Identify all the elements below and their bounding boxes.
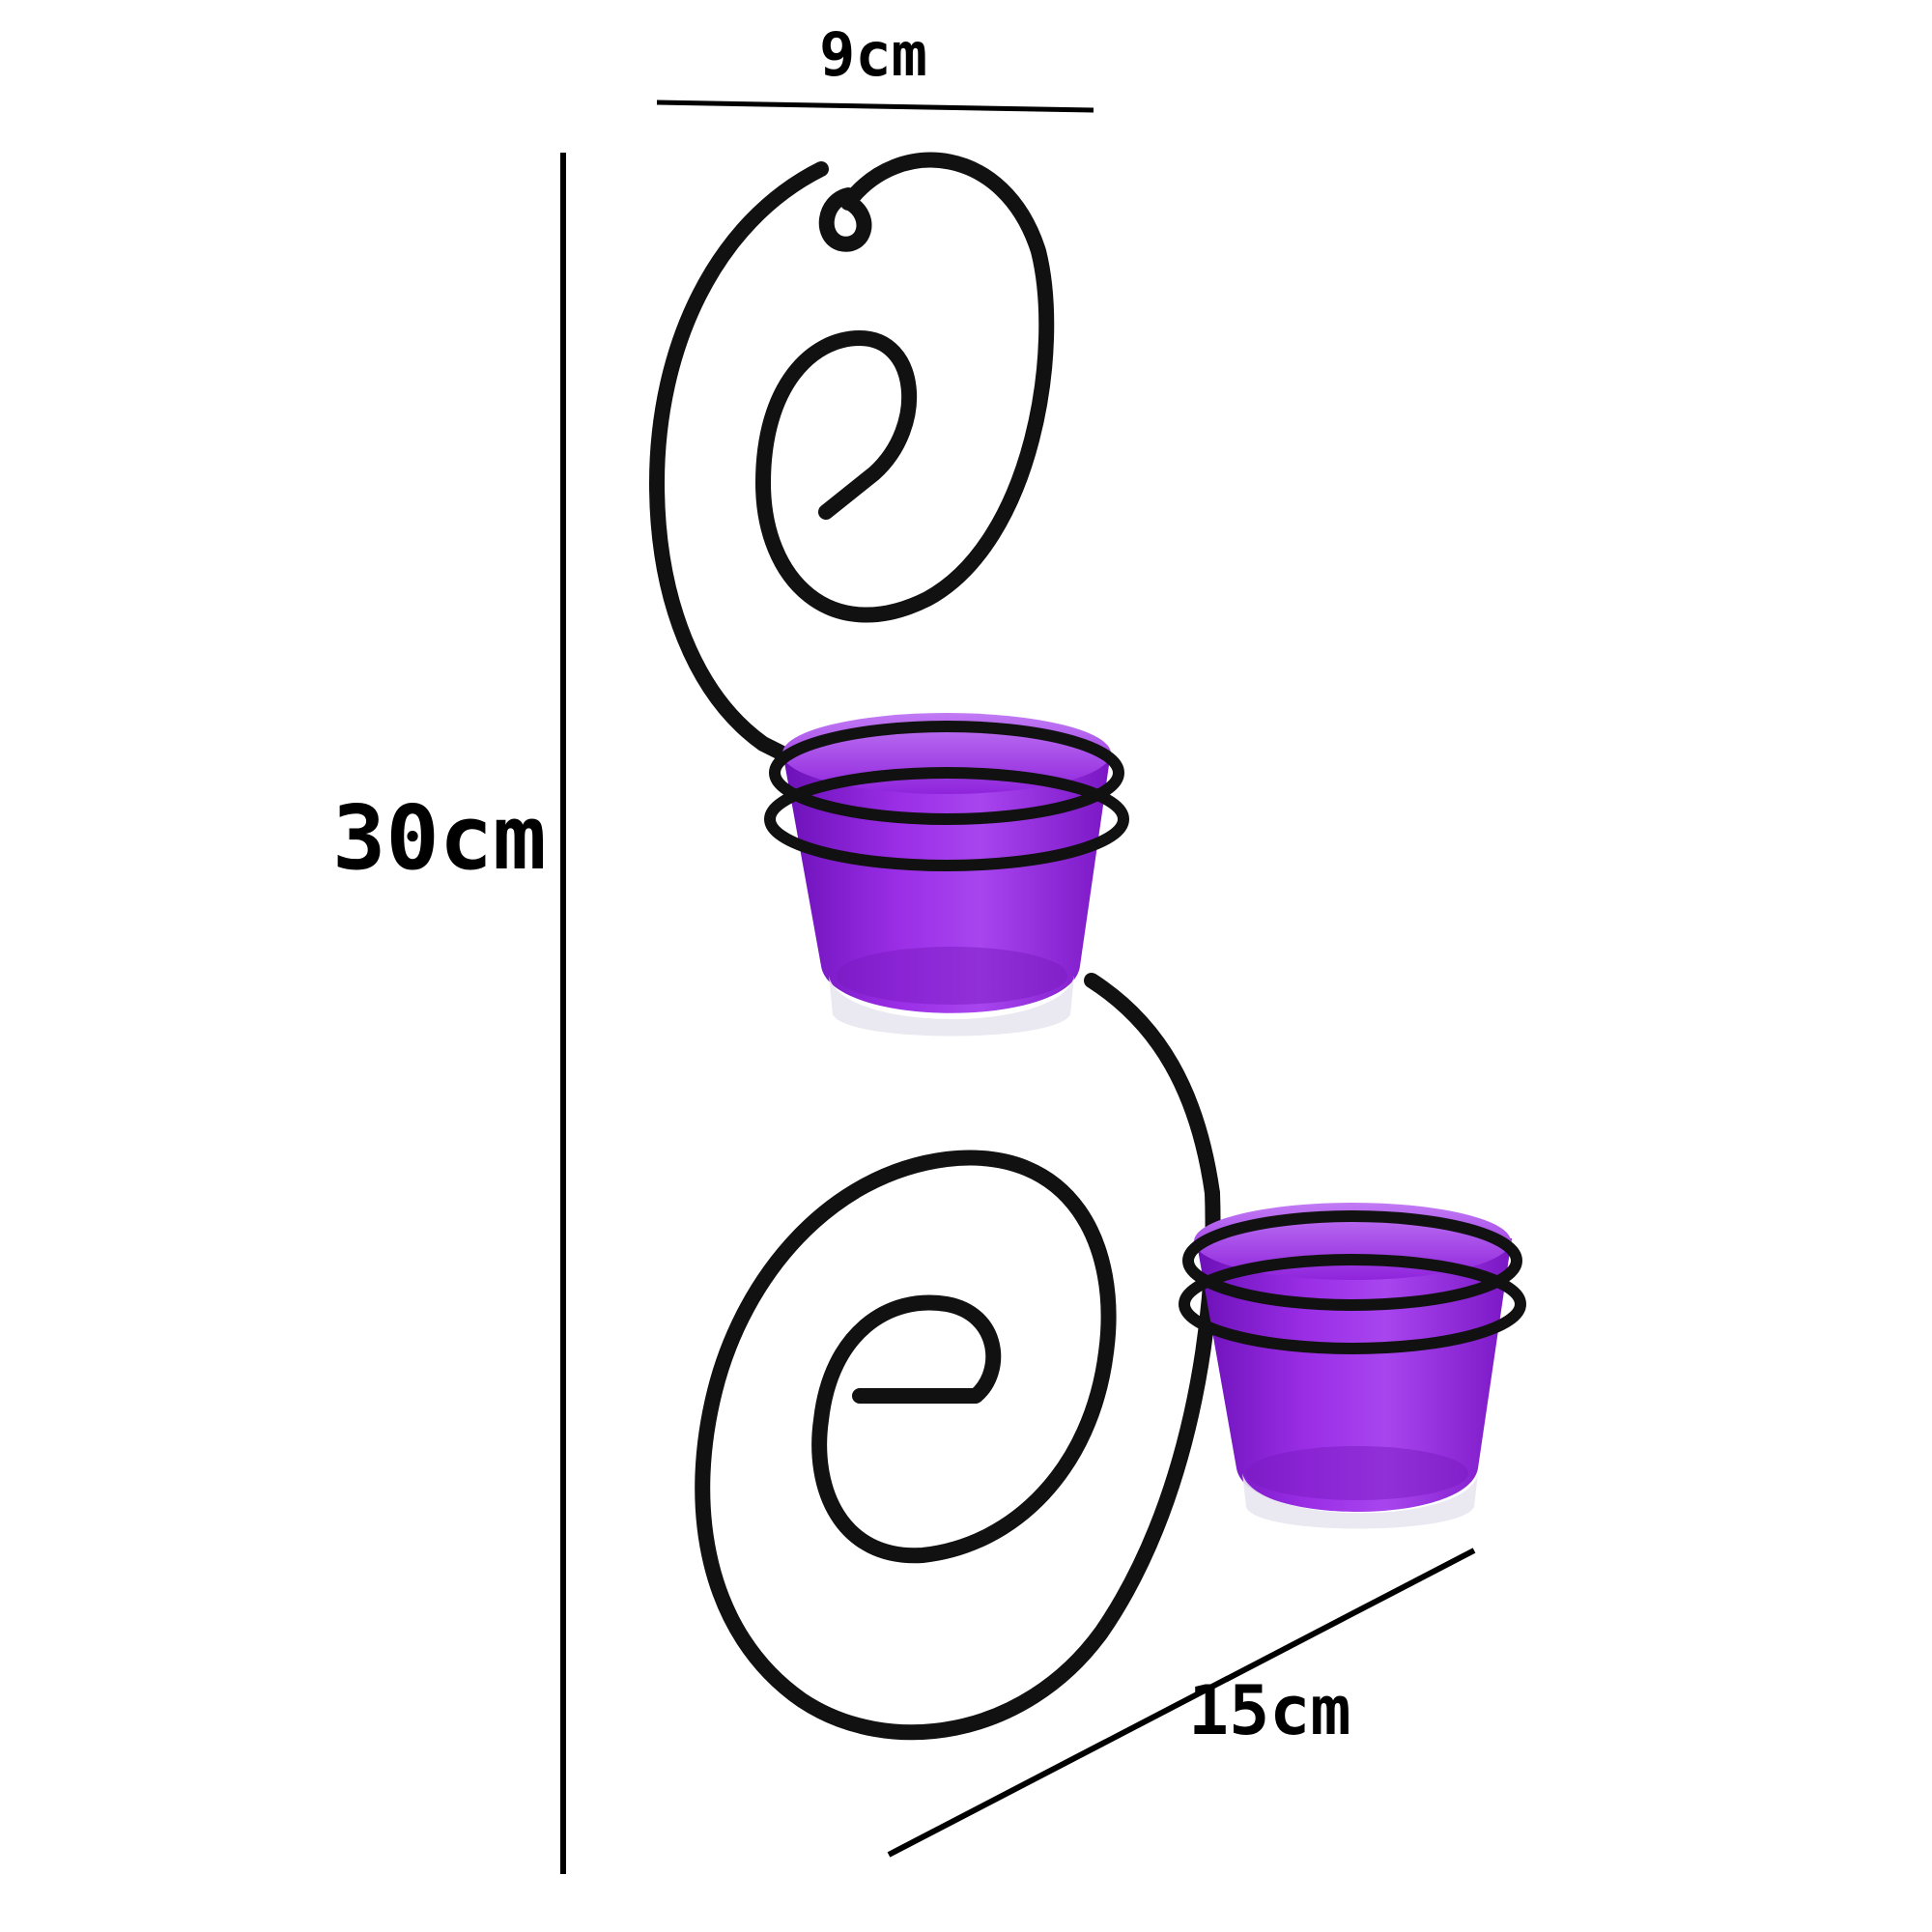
upper-candle-cup [764, 713, 1129, 1037]
wire-frame [649, 152, 1221, 1741]
hanging-loop [818, 187, 872, 252]
upper-outer-spiral [755, 152, 1055, 623]
upper-cup-ring-top [769, 721, 1124, 825]
width-label: 9cm [819, 19, 927, 90]
depth-dimension-line [887, 1548, 1476, 1858]
middle-connector [1084, 973, 1220, 1201]
upper-left-arc [649, 161, 829, 771]
upper-cup-ring-bottom [764, 767, 1129, 871]
depth-label: 15cm [1188, 1671, 1351, 1750]
height-label: 30cm [332, 786, 547, 890]
lower-cup-ring-top [1182, 1210, 1522, 1311]
lower-cup-ring-bottom [1179, 1254, 1526, 1354]
lower-candle-cup [1179, 1203, 1526, 1529]
width-dimension-line [656, 99, 1094, 113]
lower-outer-spiral [695, 1150, 1221, 1741]
